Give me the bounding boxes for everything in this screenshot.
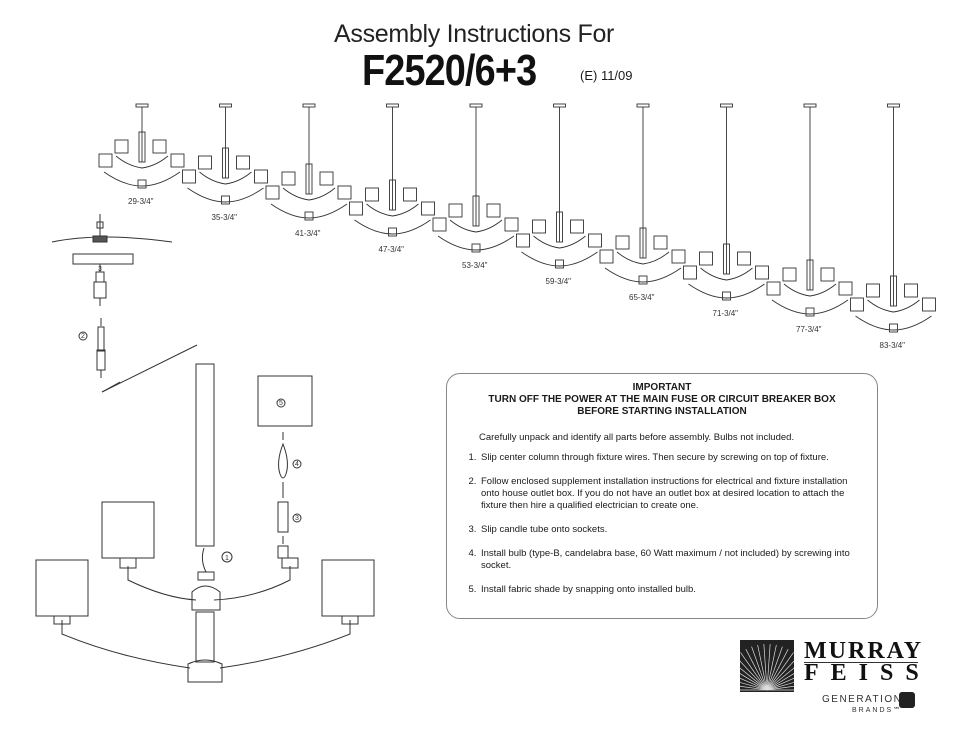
height-variants: 29-3/4" 35-3/4" 41-3/4" 47-3/4" 53-3/4" 59-3/… [98, 103, 936, 350]
step-5: Install fabric shade by snapping onto in… [479, 584, 861, 596]
fixture-variant [265, 103, 352, 221]
part-label-3: 3 [295, 515, 299, 522]
exploded-lamp-parts [257, 375, 313, 559]
part-label-1: 1 [225, 555, 229, 562]
fixture-height-label: 83-3/4" [880, 341, 906, 350]
page-subtitle: Assembly Instructions For [334, 20, 615, 48]
fixture-variant [766, 103, 853, 317]
sunburst-logo-icon [721, 640, 813, 692]
sound-wave-icon [899, 692, 915, 708]
fixture-height-label: 35-3/4" [212, 213, 238, 222]
fixture-variant [182, 103, 268, 205]
step-2: Follow enclosed supplement installation … [479, 476, 861, 512]
step-4: Install bulb (type-B, candelabra base, 6… [479, 548, 861, 572]
fixture-height-label: 53-3/4" [462, 261, 488, 270]
fixture-variant [98, 103, 185, 189]
revision-label: (E) 11/09 [580, 68, 633, 83]
canopy-hardware [51, 214, 173, 306]
steps-list: Slip center column through fixture wires… [463, 452, 861, 596]
fixture-variant [683, 103, 769, 301]
important-heading: IMPORTANT [632, 382, 692, 393]
fixture-variant [850, 103, 936, 333]
part-label-2: 2 [81, 333, 85, 340]
fixture-height-label: 29-3/4" [128, 197, 154, 206]
brand-divider [804, 662, 918, 663]
intro-text: Carefully unpack and identify all parts … [479, 432, 795, 443]
fixture-variant [432, 103, 519, 253]
part-label-4: 4 [295, 461, 299, 468]
part-label-5: 5 [279, 400, 283, 407]
fixture-height-label: 65-3/4" [629, 293, 655, 302]
fixture-height-label: 71-3/4" [713, 309, 739, 318]
fixture-variant [516, 103, 602, 269]
generation-brands-line-1: GENERATION [822, 694, 903, 705]
fixture-height-label: 77-3/4" [796, 325, 822, 334]
fixture-variant [599, 103, 686, 285]
step-1: Slip center column through fixture wires… [479, 452, 861, 464]
step-3: Slip candle tube onto sockets. [479, 524, 861, 536]
main-fixture [35, 363, 375, 683]
brand-line-1: MURRAY [804, 638, 924, 664]
page-title: F2520/6+3 [362, 46, 537, 95]
generation-brands-line-2: BRANDS℠ [852, 707, 903, 714]
fixture-height-label: 47-3/4" [379, 245, 405, 254]
warning-line-2: BEFORE STARTING INSTALLATION [577, 406, 747, 417]
warning-line-1: TURN OFF THE POWER AT THE MAIN FUSE OR C… [488, 394, 836, 405]
instructions-panel: IMPORTANT TURN OFF THE POWER AT THE MAIN… [446, 373, 878, 619]
part-label-3a: 3 [98, 266, 102, 273]
fixture-variant [349, 103, 435, 237]
downrod-part [78, 318, 198, 393]
fixture-height-label: 41-3/4" [295, 229, 321, 238]
fixture-height-label: 59-3/4" [546, 277, 572, 286]
brand-line-2: FEISS [804, 660, 931, 686]
